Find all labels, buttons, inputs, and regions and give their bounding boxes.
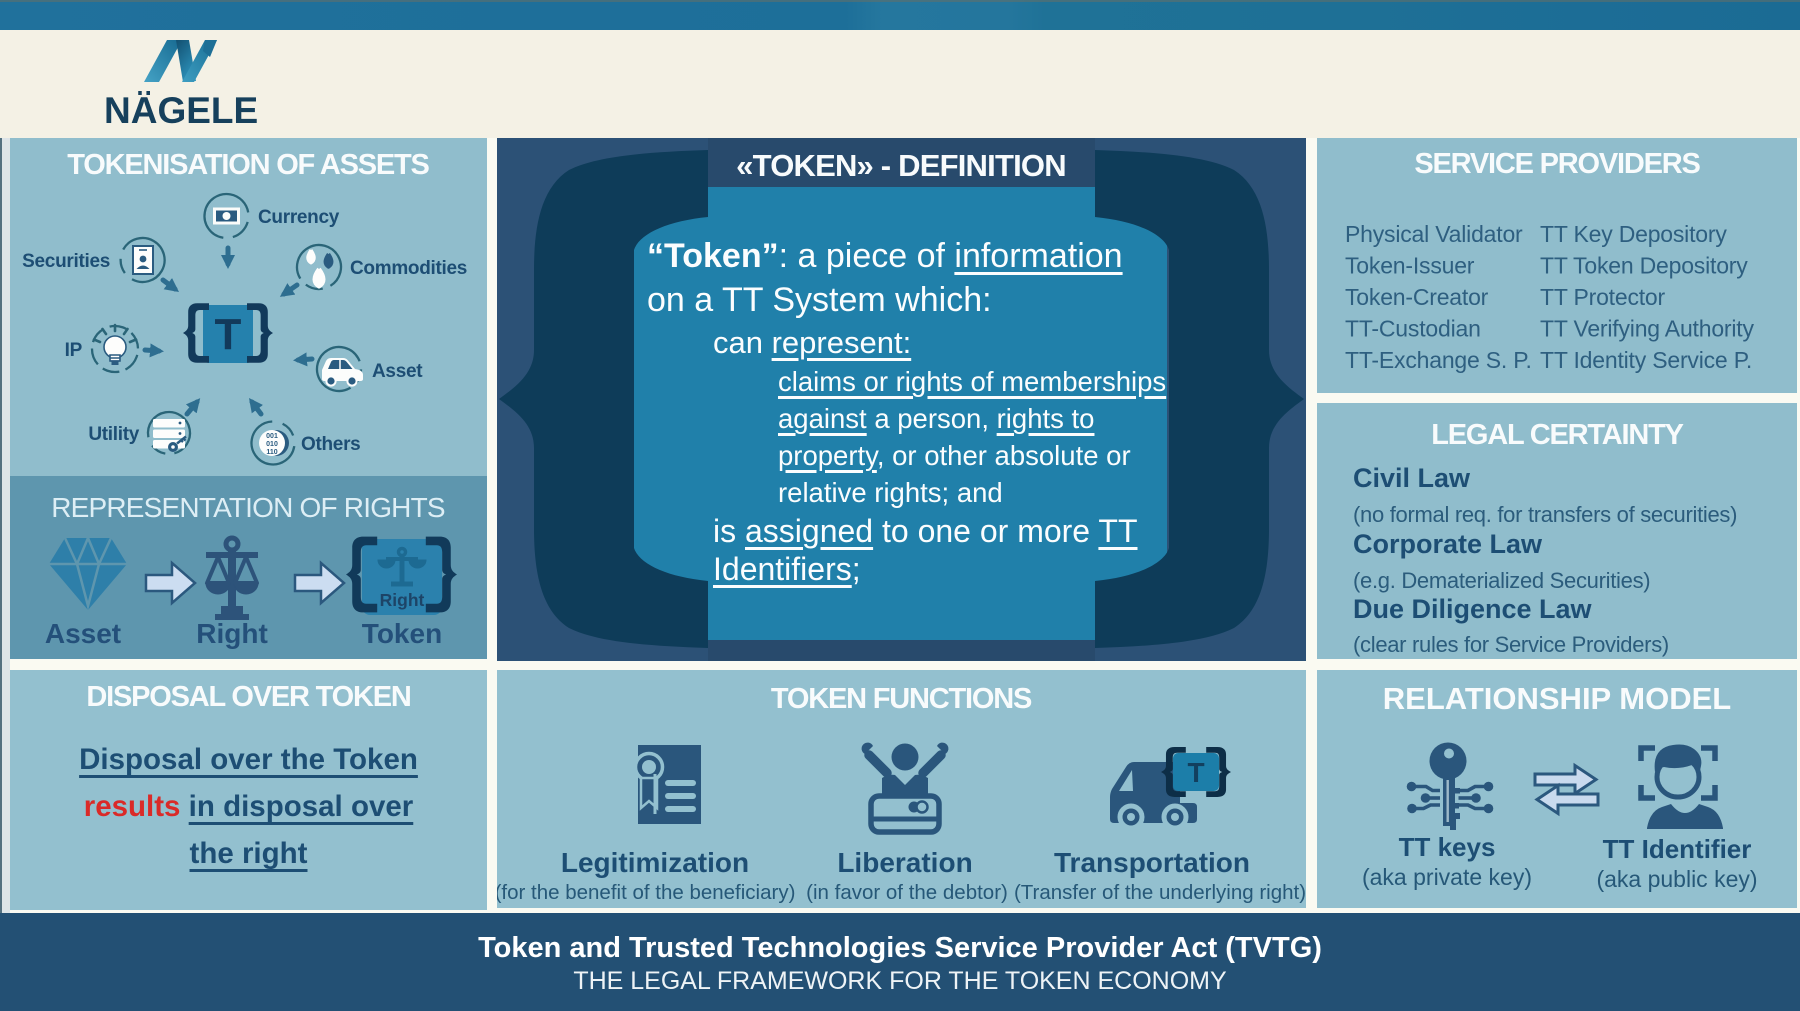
svg-text:Liberation: Liberation bbox=[837, 847, 972, 878]
svg-text:TOKEN FUNCTIONS: TOKEN FUNCTIONS bbox=[771, 683, 1032, 715]
svg-text:LEGAL CERTAINTY: LEGAL CERTAINTY bbox=[1431, 419, 1683, 451]
svg-text:Right: Right bbox=[196, 618, 268, 649]
svg-text:T: T bbox=[215, 310, 242, 359]
svg-text:Others: Others bbox=[301, 434, 360, 455]
svg-text:(aka public key): (aka public key) bbox=[1596, 866, 1757, 892]
svg-text:TT Identity Service P.: TT Identity Service P. bbox=[1540, 347, 1752, 373]
svg-text:(aka private key): (aka private key) bbox=[1362, 864, 1532, 890]
svg-text:Right: Right bbox=[380, 590, 425, 610]
svg-text:Token-Creator: Token-Creator bbox=[1345, 284, 1489, 310]
svg-text:110: 110 bbox=[266, 449, 277, 456]
svg-text:001: 001 bbox=[266, 433, 278, 440]
svg-text:(Transfer of the underlying ri: (Transfer of the underlying right) bbox=[1014, 881, 1306, 904]
svg-text:Asset: Asset bbox=[45, 618, 121, 649]
svg-text:Commodities: Commodities bbox=[350, 258, 467, 279]
svg-text:Transportation: Transportation bbox=[1054, 847, 1250, 878]
svg-text:Physical Validator: Physical Validator bbox=[1345, 221, 1523, 247]
svg-text:REPRESENTATION OF RIGHTS: REPRESENTATION OF RIGHTS bbox=[51, 492, 445, 523]
svg-text:(no formal req. for transfers: (no formal req. for transfers of securit… bbox=[1353, 502, 1737, 527]
svg-text:010: 010 bbox=[266, 441, 278, 448]
svg-text:Legitimization: Legitimization bbox=[561, 847, 749, 878]
svg-text:TT keys: TT keys bbox=[1399, 832, 1496, 862]
svg-text:(in favor of the debtor): (in favor of the debtor) bbox=[806, 881, 1008, 904]
svg-text:TT Protector: TT Protector bbox=[1540, 284, 1666, 310]
svg-text:(clear rules for Service Provi: (clear rules for Service Providers) bbox=[1353, 632, 1669, 657]
svg-text:(e.g. Dematerialized Securitie: (e.g. Dematerialized Securities) bbox=[1353, 568, 1650, 593]
svg-text:Securities: Securities bbox=[22, 251, 110, 272]
svg-text:«TOKEN» - DEFINITION: «TOKEN» - DEFINITION bbox=[736, 148, 1066, 183]
svg-text:TT-Exchange S. P.: TT-Exchange S. P. bbox=[1345, 347, 1532, 373]
svg-text:Currency: Currency bbox=[258, 207, 340, 228]
svg-text:TT Key Depository: TT Key Depository bbox=[1540, 221, 1727, 247]
svg-text:Civil Law: Civil Law bbox=[1353, 463, 1471, 493]
svg-text:Token: Token bbox=[362, 618, 442, 649]
svg-text:RELATIONSHIP MODEL: RELATIONSHIP MODEL bbox=[1383, 681, 1731, 716]
svg-text:Token-Issuer: Token-Issuer bbox=[1345, 253, 1475, 279]
svg-text:Asset: Asset bbox=[372, 361, 423, 382]
svg-text:SERVICE PROVIDERS: SERVICE PROVIDERS bbox=[1414, 148, 1700, 180]
svg-text:TT-Custodian: TT-Custodian bbox=[1345, 316, 1481, 342]
svg-text:T: T bbox=[1187, 757, 1204, 788]
svg-text:(for the benefit of the benefi: (for the benefit of the beneficiary) bbox=[497, 881, 795, 904]
svg-text:TT Identifier: TT Identifier bbox=[1603, 834, 1752, 864]
svg-text:TT Token Depository: TT Token Depository bbox=[1540, 253, 1748, 279]
svg-text:Due Diligence Law: Due Diligence Law bbox=[1353, 594, 1593, 624]
svg-text:IP: IP bbox=[65, 340, 83, 361]
svg-text:TOKENISATION OF ASSETS: TOKENISATION OF ASSETS bbox=[67, 149, 429, 181]
svg-text:TT Verifying Authority: TT Verifying Authority bbox=[1540, 316, 1754, 342]
svg-text:Utility: Utility bbox=[88, 424, 139, 445]
svg-text:Corporate Law: Corporate Law bbox=[1353, 529, 1543, 559]
